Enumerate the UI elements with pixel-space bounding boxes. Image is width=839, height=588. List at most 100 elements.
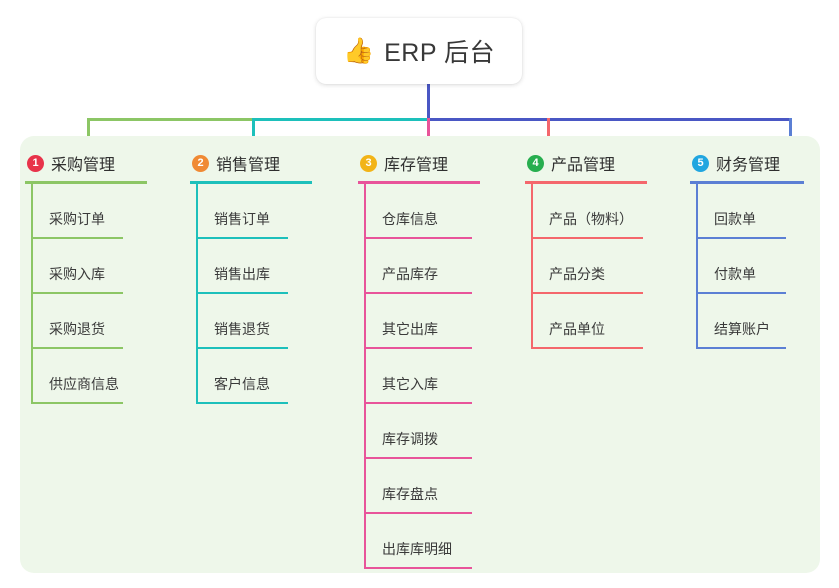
connector-root-stem: [427, 84, 430, 120]
list-item[interactable]: 结算账户: [690, 294, 804, 349]
root-node-card[interactable]: 👍 ERP 后台: [316, 18, 522, 84]
list-item-underline: [531, 237, 643, 239]
page-title: ERP 后台: [384, 39, 496, 67]
column-items: 销售订单销售出库销售退货客户信息: [190, 184, 312, 404]
list-item-label: 库存调拨: [382, 431, 438, 447]
column-underline: [190, 181, 312, 184]
list-item[interactable]: 产品分类: [525, 239, 647, 294]
list-item-label: 采购入库: [49, 266, 105, 282]
list-item-underline: [364, 512, 472, 514]
list-item-label: 结算账户: [714, 321, 770, 337]
list-item[interactable]: 采购入库: [25, 239, 147, 294]
list-item-label: 其它出库: [382, 321, 438, 337]
list-item-label: 产品分类: [549, 266, 605, 282]
list-item[interactable]: 其它出库: [358, 294, 480, 349]
list-item-underline: [31, 237, 123, 239]
column-underline: [525, 181, 647, 184]
list-item[interactable]: 产品单位: [525, 294, 647, 349]
list-item-label: 采购退货: [49, 321, 105, 337]
list-item[interactable]: 采购订单: [25, 184, 147, 239]
list-item-label: 销售出库: [214, 266, 270, 282]
list-item-underline: [196, 237, 288, 239]
column-title: 产品管理: [551, 157, 616, 174]
column-items: 产品（物料） 产品分类产品单位: [525, 184, 647, 349]
column-items: 采购订单采购入库采购退货供应商信息: [25, 184, 147, 404]
column-trunk-line: [196, 184, 198, 404]
list-item-underline: [696, 237, 786, 239]
list-item[interactable]: 销售退货: [190, 294, 312, 349]
column-header[interactable]: 4 产品管理: [525, 148, 647, 178]
column-items: 仓库信息产品库存其它出库其它入库库存调拨库存盘点出库库明细: [358, 184, 480, 569]
list-item-label: 销售退货: [214, 321, 270, 337]
column-4: 4 产品管理产品（物料） 产品分类产品单位: [525, 148, 647, 349]
connector-drop-2: [252, 118, 255, 152]
list-item-label: 库存盘点: [382, 486, 438, 502]
list-item-underline: [196, 402, 288, 404]
list-item-label: 产品（物料）: [549, 211, 633, 227]
list-item[interactable]: 付款单: [690, 239, 804, 294]
column-badge: 2: [192, 154, 209, 172]
connector-drop-5: [789, 118, 792, 152]
list-item-label: 出库库明细: [382, 541, 452, 557]
list-item[interactable]: 产品（物料）: [525, 184, 647, 239]
list-item[interactable]: 采购退货: [25, 294, 147, 349]
list-item[interactable]: 出库库明细: [358, 514, 480, 569]
list-item-label: 产品库存: [382, 266, 438, 282]
list-item[interactable]: 产品库存: [358, 239, 480, 294]
list-item-underline: [31, 347, 123, 349]
column-title: 库存管理: [384, 157, 449, 174]
connector-bus-indigo: [428, 118, 792, 121]
list-item-underline: [364, 402, 472, 404]
list-item[interactable]: 仓库信息: [358, 184, 480, 239]
column-underline: [25, 181, 147, 184]
list-item[interactable]: 销售订单: [190, 184, 312, 239]
list-item-label: 仓库信息: [382, 211, 438, 227]
list-item-label: 其它入库: [382, 376, 438, 392]
list-item[interactable]: 客户信息: [190, 349, 312, 404]
list-item-label: 付款单: [714, 266, 756, 282]
list-item-underline: [696, 347, 786, 349]
list-item-underline: [364, 567, 472, 569]
list-item-underline: [364, 347, 472, 349]
list-item-underline: [531, 292, 643, 294]
list-item-underline: [31, 402, 123, 404]
column-items: 回款单付款单结算账户: [690, 184, 804, 349]
list-item[interactable]: 回款单: [690, 184, 804, 239]
list-item[interactable]: 库存调拨: [358, 404, 480, 459]
column-2: 2 销售管理销售订单销售出库销售退货客户信息: [190, 148, 312, 404]
column-title: 销售管理: [216, 157, 281, 174]
list-item[interactable]: 库存盘点: [358, 459, 480, 514]
list-item-underline: [196, 347, 288, 349]
list-item-underline: [531, 347, 643, 349]
column-header[interactable]: 2 销售管理: [190, 148, 312, 178]
column-trunk-line: [696, 184, 698, 349]
list-item[interactable]: 销售出库: [190, 239, 312, 294]
connector-drop-4: [547, 118, 550, 152]
column-badge: 1: [27, 154, 44, 172]
list-item-underline: [364, 237, 472, 239]
column-badge: 3: [360, 154, 377, 172]
list-item-underline: [364, 292, 472, 294]
column-title: 财务管理: [716, 157, 781, 174]
list-item[interactable]: 供应商信息: [25, 349, 147, 404]
connector-drop-1: [87, 118, 90, 152]
list-item-underline: [196, 292, 288, 294]
column-underline: [690, 181, 804, 184]
connector-bus-teal: [253, 118, 428, 121]
column-badge: 4: [527, 154, 544, 172]
column-header[interactable]: 3 库存管理: [358, 148, 480, 178]
list-item[interactable]: 其它入库: [358, 349, 480, 404]
connector-drop-3: [427, 118, 430, 152]
connector-bus-green: [87, 118, 253, 121]
column-trunk-line: [364, 184, 366, 569]
column-3: 3 库存管理仓库信息产品库存其它出库其它入库库存调拨库存盘点出库库明细: [358, 148, 480, 569]
list-item-label: 供应商信息: [49, 376, 119, 392]
list-item-label: 产品单位: [549, 321, 605, 337]
thumbs-up-icon: 👍: [342, 36, 375, 65]
column-trunk-line: [531, 184, 533, 349]
